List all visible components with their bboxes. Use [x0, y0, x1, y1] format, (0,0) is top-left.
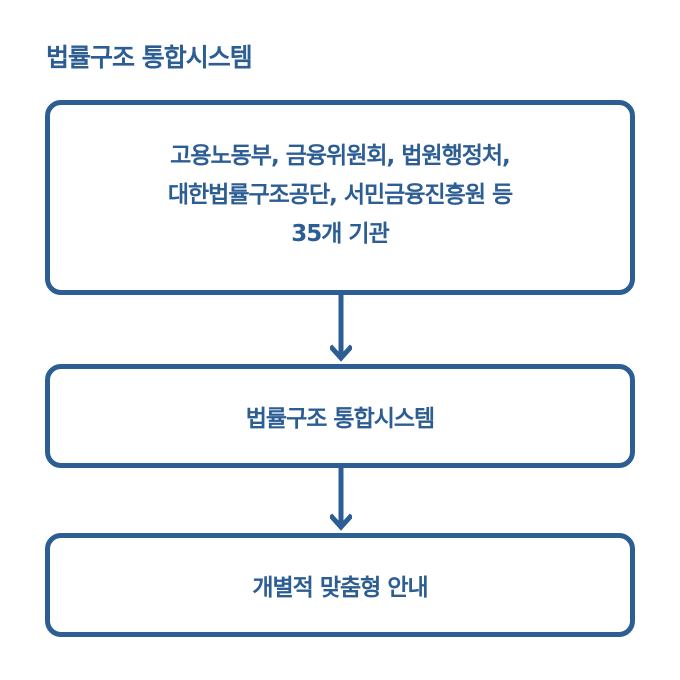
- flow-box-agencies: 고용노동부, 금융위원회, 법원행정처, 대한법률구조공단, 서민금융진흥원 등…: [45, 100, 635, 295]
- integrated-system-label: 법률구조 통합시스템: [245, 406, 435, 432]
- diagram-title: 법률구조 통합시스템: [46, 43, 253, 72]
- arrow-2-graphic: [330, 467, 352, 531]
- agencies-line-1: 고용노동부, 금융위원회, 법원행정처,: [170, 143, 511, 169]
- arrow-1-graphic: [330, 295, 352, 362]
- arrow-down-icon: [330, 467, 352, 534]
- custom-guidance-label: 개별적 맞춤형 안내: [252, 575, 428, 601]
- agencies-text: 고용노동부, 금융위원회, 법원행정처, 대한법률구조공단, 서민금융진흥원 등…: [167, 137, 513, 254]
- arrow-down-icon: [330, 295, 352, 365]
- flow-box-custom-guidance: 개별적 맞춤형 안내: [45, 533, 635, 637]
- agencies-line-3: 35개 기관: [291, 221, 390, 247]
- flow-box-integrated-system: 법률구조 통합시스템: [45, 364, 635, 468]
- agencies-line-2: 대한법률구조공단, 서민금융진흥원 등: [167, 182, 513, 208]
